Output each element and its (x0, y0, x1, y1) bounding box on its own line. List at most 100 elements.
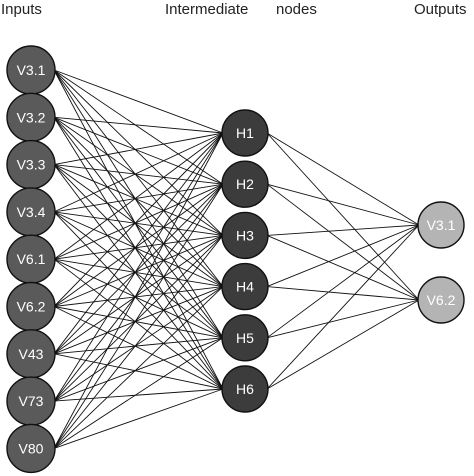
edge-input-8-hidden-2 (53, 183, 224, 402)
hidden-node-5-circle (221, 314, 269, 362)
input-node-1-label: V3.1 (17, 62, 46, 78)
edge-input-9-hidden-1 (53, 132, 224, 449)
edge-input-9-hidden-4 (53, 286, 224, 449)
edge-hidden-5-output-1 (266, 224, 420, 339)
input-node-3: V3.3 (6, 139, 56, 190)
edge-input-3-hidden-3 (53, 164, 224, 236)
hidden-node-3: H3 (221, 211, 269, 260)
input-node-6: V6.2 (6, 281, 56, 332)
output-node-1: V3.1 (417, 201, 465, 249)
input-node-6-label: V6.2 (17, 299, 46, 315)
edge-hidden-1-output-1 (266, 132, 420, 226)
input-node-5-label: V6.1 (17, 251, 46, 267)
hidden-node-2-circle (221, 160, 269, 208)
input-node-7-label: V43 (19, 346, 44, 362)
edge-input-6-hidden-4 (53, 286, 224, 307)
hidden-node-2: H2 (221, 160, 269, 208)
header-inputs: Inputs (1, 1, 42, 18)
header-intermediate: Intermediate (165, 1, 249, 18)
edge-input-3-hidden-4 (53, 164, 224, 287)
hidden-node-3-circle (221, 211, 269, 260)
edge-input-1-hidden-4 (53, 69, 224, 287)
edge-input-9-hidden-2 (53, 183, 224, 449)
hidden-node-1-circle (221, 109, 269, 157)
hidden-node-1-label: H1 (236, 125, 254, 141)
input-node-4-label: V3.4 (17, 204, 46, 220)
connection-edges (53, 69, 420, 449)
edge-input-5-hidden-3 (53, 234, 224, 260)
header-nodes: nodes (276, 1, 317, 18)
edge-input-5-hidden-1 (53, 132, 224, 260)
input-node-8: V73 (6, 376, 56, 426)
edge-hidden-6-output-1 (266, 224, 420, 390)
edge-input-7-hidden-3 (53, 235, 224, 355)
edge-input-2-hidden-6 (53, 117, 224, 390)
edge-input-3-hidden-2 (53, 164, 224, 185)
output-node-1-label: V3.1 (427, 217, 456, 233)
edge-input-4-hidden-2 (53, 183, 224, 213)
edge-input-8-hidden-4 (53, 286, 224, 402)
edge-input-6-hidden-6 (53, 306, 224, 390)
edge-hidden-4-output-1 (266, 224, 420, 288)
network-nodes: V3.1V3.2V3.3V3.4V6.1V6.2V43V73V80H1H2H3H… (6, 45, 465, 474)
edge-input-5-hidden-4 (53, 258, 224, 288)
edge-hidden-3-output-1 (266, 224, 420, 236)
edge-input-4-hidden-6 (53, 211, 224, 390)
edge-input-7-hidden-6 (53, 353, 224, 390)
edge-hidden-3-output-2 (266, 234, 420, 301)
hidden-node-4-label: H4 (236, 279, 254, 295)
edge-input-4-hidden-1 (53, 132, 224, 213)
input-node-9-circle (6, 423, 56, 474)
hidden-node-5-label: H5 (236, 330, 254, 346)
hidden-node-6-circle (221, 365, 269, 413)
input-node-3-label: V3.3 (17, 157, 46, 173)
edge-input-8-hidden-6 (53, 388, 224, 402)
header-outputs: Outputs (414, 1, 467, 18)
edge-hidden-1-output-2 (266, 132, 420, 301)
input-node-4: V3.4 (6, 187, 56, 237)
edge-input-6-hidden-3 (53, 234, 224, 307)
edge-input-1-hidden-2 (53, 69, 224, 185)
edge-hidden-4-output-2 (266, 286, 420, 301)
edge-input-7-hidden-4 (53, 286, 224, 355)
edge-input-8-hidden-5 (53, 337, 224, 402)
edge-input-5-hidden-6 (53, 258, 224, 390)
edge-input-4-hidden-3 (53, 211, 224, 236)
hidden-node-3-label: H3 (236, 227, 254, 243)
hidden-node-2-label: H2 (236, 176, 254, 192)
edge-input-7-hidden-5 (53, 337, 224, 355)
edge-input-2-hidden-3 (53, 116, 224, 236)
edge-hidden-5-output-2 (266, 299, 420, 339)
edge-input-9-hidden-5 (53, 337, 224, 449)
edge-hidden-2-output-1 (266, 183, 420, 226)
edge-input-1-hidden-3 (53, 69, 224, 236)
hidden-node-4-circle (221, 262, 269, 311)
edge-input-2-hidden-5 (53, 117, 224, 339)
hidden-node-6: H6 (221, 365, 269, 413)
edge-input-3-hidden-1 (53, 132, 224, 166)
edge-input-6-hidden-1 (53, 132, 224, 307)
edge-input-9-hidden-3 (53, 235, 224, 449)
edge-input-1-hidden-1 (53, 69, 224, 134)
edge-input-2-hidden-4 (53, 116, 224, 287)
input-node-9-label: V80 (19, 440, 44, 456)
hidden-node-4: H4 (221, 262, 269, 311)
edge-input-5-hidden-5 (53, 258, 224, 339)
output-node-2-label: V6.2 (427, 292, 456, 308)
output-node-2: V6.2 (417, 276, 465, 324)
edge-input-4-hidden-4 (53, 211, 224, 288)
input-node-1: V3.1 (6, 45, 56, 95)
edge-input-7-hidden-2 (53, 183, 224, 355)
edge-hidden-6-output-2 (266, 299, 420, 390)
edge-input-2-hidden-1 (53, 116, 224, 134)
input-node-2-label: V3.2 (17, 109, 46, 125)
edge-input-2-hidden-2 (53, 116, 224, 185)
edge-input-8-hidden-1 (53, 132, 224, 402)
edge-input-6-hidden-5 (53, 306, 224, 339)
edge-input-3-hidden-5 (53, 164, 224, 339)
edge-input-9-hidden-6 (53, 388, 224, 449)
edge-input-5-hidden-2 (53, 183, 224, 260)
input-node-7: V43 (6, 329, 56, 379)
input-node-5: V6.1 (6, 234, 56, 284)
